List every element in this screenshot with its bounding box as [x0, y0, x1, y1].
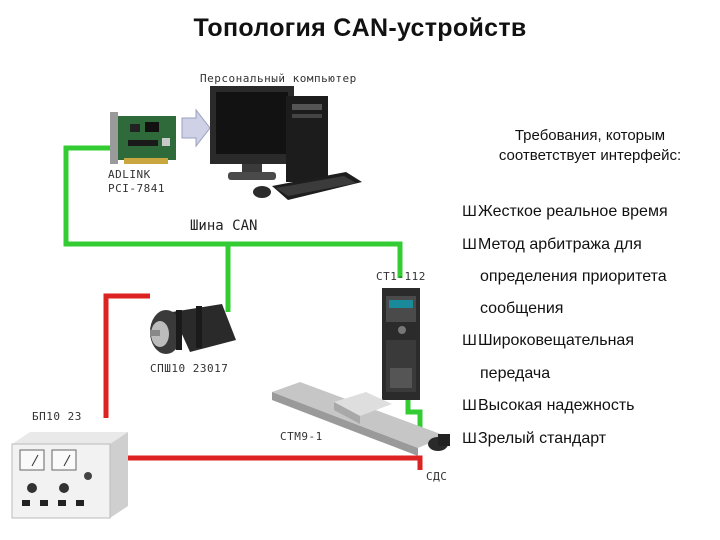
- bullet-icon: Ш: [462, 237, 477, 253]
- page-title: Топология CAN-устройств: [193, 14, 527, 42]
- adlink-label-line1: ADLINK: [108, 168, 151, 181]
- can-bus-wiring: [63, 145, 423, 430]
- power-line-motor: [103, 293, 150, 418]
- linear-stage-icon: [272, 382, 450, 456]
- requirement-item: ШМетод арбитража для: [462, 236, 642, 253]
- ct1-label: СТ1-112: [376, 270, 426, 283]
- ct1-controller-icon: [382, 288, 420, 400]
- stage-label: СТМ9-1: [280, 430, 323, 443]
- requirement-item: ШЗрелый стандарт: [462, 430, 607, 447]
- bus-line-ct1-down: [405, 400, 423, 430]
- requirement-item-continuation: определения приоритета: [480, 268, 667, 285]
- requirements-heading-line1: Требования, которым: [514, 127, 666, 144]
- adlink-label-line2: PCI-7841: [108, 182, 165, 195]
- requirement-item-continuation: сообщения: [480, 300, 564, 317]
- requirements-heading: Требования, которым соответствует интерф…: [470, 126, 710, 166]
- can-bus-label: Шина CAN: [190, 218, 258, 234]
- adlink-card-icon: [110, 112, 176, 164]
- requirement-item: ШШироковещательная: [462, 332, 634, 349]
- psu-label: БП10 23: [32, 410, 82, 423]
- requirement-item-continuation: передача: [480, 365, 551, 382]
- pc-icon: [210, 86, 362, 200]
- power-wiring: [103, 293, 423, 470]
- stepper-motor-icon: [150, 304, 236, 354]
- bullet-icon: Ш: [462, 431, 477, 447]
- pc-label: Персональный компьютер: [200, 72, 357, 85]
- card-to-pc-arrow: [181, 108, 211, 148]
- bullet-icon: Ш: [462, 398, 477, 414]
- requirement-item: ШЖесткое реальное время: [462, 203, 668, 220]
- power-line-stage: [128, 455, 423, 470]
- bullet-icon: Ш: [462, 204, 477, 220]
- power-supply-icon: [11, 432, 128, 519]
- sdc-label: СДС: [426, 470, 448, 483]
- requirements-heading-line2: соответствует интерфейс:: [498, 147, 682, 164]
- bullet-icon: Ш: [462, 333, 477, 349]
- bus-line-adlink: [63, 145, 403, 278]
- requirement-item: ШВысокая надежность: [462, 397, 635, 414]
- motor-label: СПШ10 23017: [150, 362, 229, 375]
